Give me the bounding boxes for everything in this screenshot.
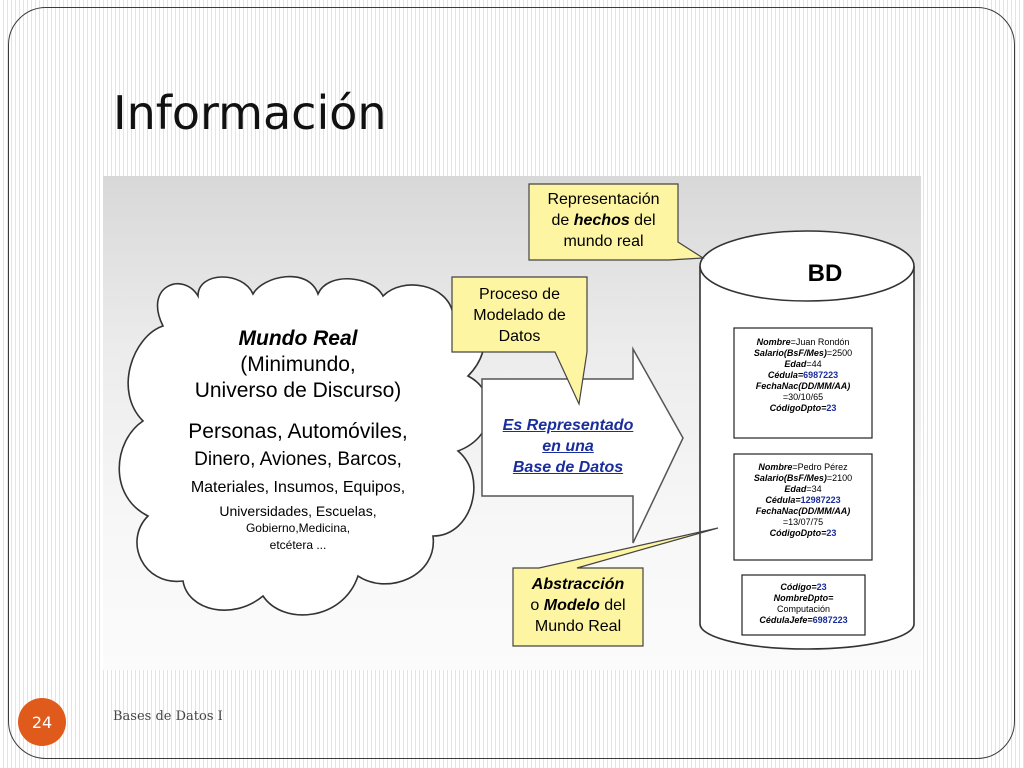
callout-process-line-1: Proceso de (479, 286, 560, 303)
record-2-codigo: CódigoDpto=23 (735, 528, 871, 539)
record-2-cedula-label: Cédula= (765, 495, 801, 505)
record-2-cedula: Cédula=12987223 (735, 495, 871, 506)
record-1-cedula-value: 6987223 (803, 370, 839, 380)
record-2-codigo-value: 23 (826, 528, 837, 538)
callout-facts-line-1: Representación (547, 191, 660, 208)
callout-abstraction-shape (512, 527, 719, 647)
cloud-subtitle-1: (Minimundo, (240, 353, 356, 376)
cloud-subtitle-2: Universo de Discurso) (194, 379, 402, 402)
record-2-salario-value: =2100 (826, 473, 853, 483)
callout-abstraction-line-2-pre: o (530, 597, 544, 614)
cloud-example-3: Materiales, Insumos, Equipos, (190, 479, 406, 496)
callout-facts-shape (528, 183, 705, 261)
cloud-text: Mundo Real (Minimundo, Universo de Discu… (148, 326, 448, 554)
callout-facts-line-2-post: del (629, 212, 656, 229)
record-1-salario: Salario(BsF/Mes)=2500 (735, 348, 871, 359)
callout-process-line-3: Datos (498, 328, 541, 345)
record-2-cedula-value: 12987223 (800, 495, 841, 505)
record-3-codigo-label: Código= (780, 582, 817, 592)
callout-abstraction-emphasis: Modelo (543, 597, 600, 614)
cloud-example-2: Dinero, Aviones, Barcos, (194, 449, 402, 470)
database-title: BD (807, 260, 843, 287)
arrow-line-2: en una (542, 438, 594, 455)
callout-abstraction-line-2: o Modelo del (513, 595, 643, 616)
database-cylinder-top (699, 230, 915, 302)
record-3-nombre: NombreDpto= (743, 593, 864, 604)
record-box-2 (733, 453, 873, 561)
callout-process-text: Proceso de Modelado de Datos (452, 284, 587, 347)
record-2-nombre: Nombre=Pedro Pérez (735, 462, 871, 473)
cloud-example-6: etcétera ... (269, 538, 327, 552)
callout-abstraction-line-1: Abstracción (531, 576, 625, 593)
record-3-codigo: Código=23 (743, 582, 864, 593)
footer-text: Bases de Datos I (113, 709, 223, 724)
record-3-codigo-value: 23 (816, 582, 827, 592)
record-1-edad-value: =44 (806, 359, 822, 369)
record-1-nombre-label: Nombre (756, 337, 791, 347)
record-3-jefe-label: CédulaJefe= (759, 615, 813, 625)
callout-facts-text: Representación de hechos del mundo real (529, 189, 678, 252)
record-1-salario-value: =2500 (826, 348, 853, 358)
representation-arrow-shape (481, 346, 684, 544)
record-1-cedula: Cédula=6987223 (735, 370, 871, 381)
record-3-jefe-value: 6987223 (812, 615, 848, 625)
arrow-line-3: Base de Datos (512, 459, 624, 476)
record-1-salario-label: Salario(BsF/Mes) (753, 348, 827, 358)
cloud-example-1: Personas, Automóviles, (188, 420, 408, 443)
record-1-nombre: Nombre=Juan Rondón (735, 337, 871, 348)
record-box-3 (741, 574, 866, 636)
record-1-codigo-value: 23 (826, 403, 837, 413)
record-1-edad: Edad=44 (735, 359, 871, 370)
page-number-badge: 24 (18, 698, 66, 746)
record-2-salario: Salario(BsF/Mes)=2100 (735, 473, 871, 484)
record-1-fecha: FechaNac(DD/MM/AA) (735, 381, 871, 392)
record-2-nombre-label: Nombre (758, 462, 793, 472)
record-1-nombre-value: =Juan Rondón (790, 337, 850, 347)
employee-record-1: Nombre=Juan Rondón Salario(BsF/Mes)=2500… (735, 337, 871, 414)
employee-record-2: Nombre=Pedro Pérez Salario(BsF/Mes)=2100… (735, 462, 871, 539)
callout-facts-line-2-pre: de (551, 212, 574, 229)
arrow-line-1: Es Representado (502, 417, 634, 434)
callout-process-line-2: Modelado de (473, 307, 566, 324)
callout-facts-line-3: mundo real (563, 233, 644, 250)
record-2-fecha-value: =13/07/75 (782, 517, 824, 527)
record-2-codigo-label: CódigoDpto= (769, 528, 827, 538)
department-record: Código=23 NombreDpto= Computación Cédula… (743, 582, 864, 626)
record-2-fecha: FechaNac(DD/MM/AA) (735, 506, 871, 517)
record-1-codigo-label: CódigoDpto= (769, 403, 827, 413)
record-1-codigo: CódigoDpto=23 (735, 403, 871, 414)
callout-process-shape (451, 276, 588, 407)
record-2-nombre-value: =Pedro Pérez (792, 462, 848, 472)
record-3-nombre-value: Computación (776, 604, 831, 614)
world-cloud-shape (118, 275, 491, 616)
cloud-example-4: Universidades, Escuelas, (219, 503, 377, 519)
data-modeling-diagram: Mundo Real (Minimundo, Universo de Discu… (103, 176, 921, 670)
record-box-1 (733, 327, 873, 439)
cloud-title: Mundo Real (238, 327, 358, 350)
record-2-edad: Edad=34 (735, 484, 871, 495)
record-1-fecha-value: =30/10/65 (782, 392, 824, 402)
record-2-edad-label: Edad (784, 484, 807, 494)
record-1-cedula-label: Cédula= (767, 370, 804, 380)
record-1-fecha-label: FechaNac(DD/MM/AA) (755, 381, 851, 391)
callout-abstraction-line-3: Mundo Real (534, 618, 622, 635)
diagram-shapes (118, 183, 915, 650)
cloud-example-5: Gobierno,Medicina, (245, 521, 351, 535)
record-2-fecha-label: FechaNac(DD/MM/AA) (755, 506, 851, 516)
slide-frame (8, 7, 1015, 759)
callout-facts-line-2: de hechos del (529, 210, 678, 231)
slide-title: Información (113, 86, 387, 140)
record-2-salario-label: Salario(BsF/Mes) (753, 473, 827, 483)
arrow-text: Es Representado en una Base de Datos (483, 415, 653, 478)
record-2-edad-value: =34 (806, 484, 822, 494)
record-3-jefe: CédulaJefe=6987223 (743, 615, 864, 626)
record-3-nombre-label: NombreDpto= (773, 593, 834, 603)
callout-abstraction-line-2-post: del (599, 597, 626, 614)
record-1-edad-label: Edad (784, 359, 807, 369)
callout-abstraction-text: Abstracción o Modelo del Mundo Real (513, 574, 643, 637)
callout-facts-emphasis: hechos (573, 212, 630, 229)
